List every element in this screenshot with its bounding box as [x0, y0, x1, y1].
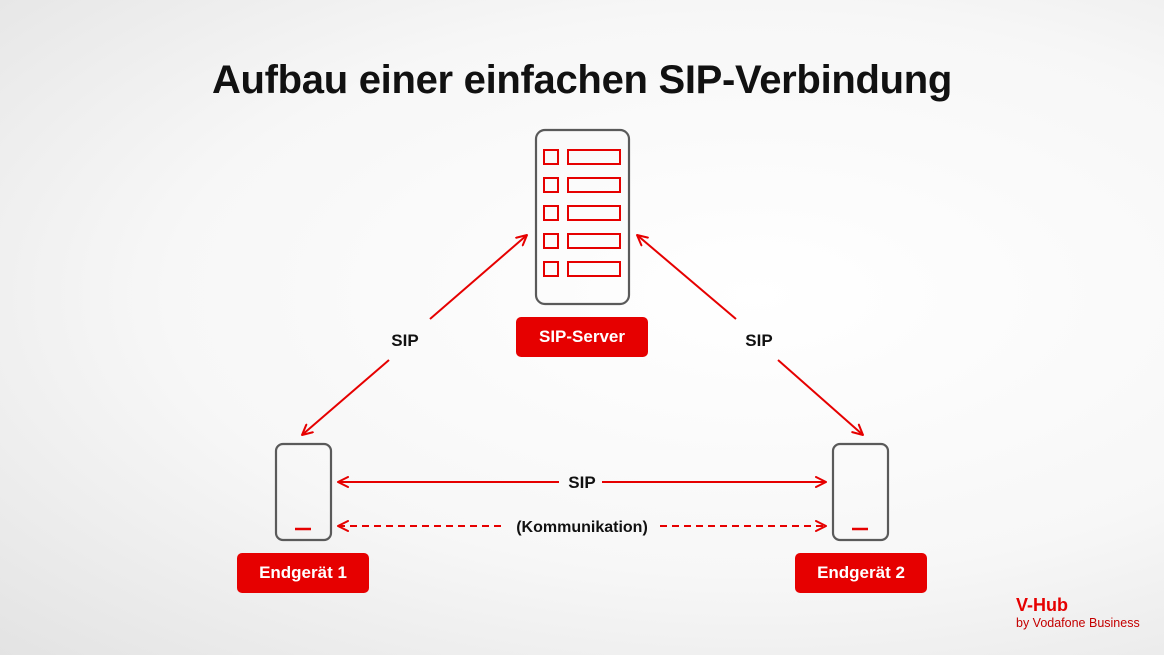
edge-label-device1-device2: SIP — [568, 473, 595, 492]
edge-server-device2: SIP — [636, 234, 864, 436]
smartphone-icon — [831, 442, 890, 542]
brand-logo: V-Hub by Vodafone Business — [1016, 595, 1140, 631]
edge-label-server-device1: SIP — [391, 331, 418, 350]
edge-label-server-device2: SIP — [745, 331, 772, 350]
brand-name: V-Hub — [1016, 595, 1068, 615]
brand-subtitle: by Vodafone Business — [1016, 616, 1140, 630]
page-title: Aufbau einer einfachen SIP-Verbindung — [211, 58, 953, 102]
device2-label-badge: Endgerät 2 — [795, 553, 927, 593]
server-label-badge: SIP-Server — [516, 317, 648, 357]
edge-device1-device2: SIP — [337, 473, 827, 492]
server-icon — [534, 128, 631, 306]
edge-server-device1: SIP — [301, 234, 528, 436]
edge-label-communication: (Kommunikation) — [516, 519, 648, 536]
device1-label-badge: Endgerät 1 — [237, 553, 369, 593]
smartphone-icon — [274, 442, 333, 542]
edge-device1-device2-media: (Kommunikation) — [337, 519, 827, 536]
